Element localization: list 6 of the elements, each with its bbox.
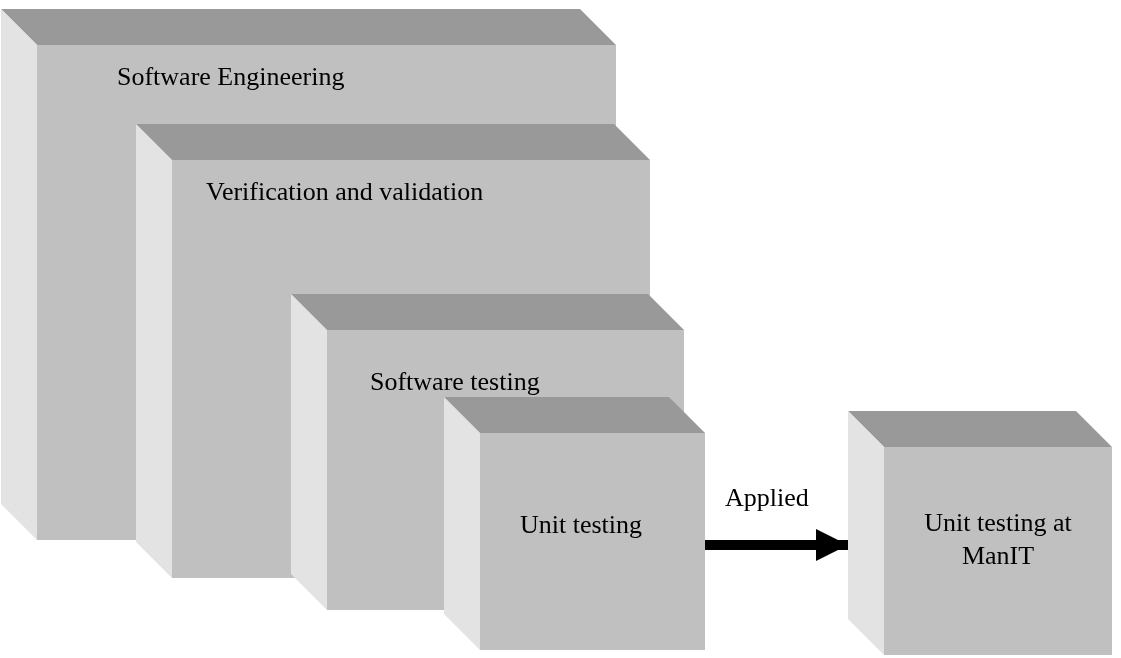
block-label: Unit testing at ManIT [923,507,1073,572]
block-label: Unit testing [520,509,644,541]
arrow [705,529,848,561]
block-label: Verification and validation [206,176,485,208]
block-label: Software Engineering [117,61,346,93]
block-label: Software testing [370,366,541,398]
